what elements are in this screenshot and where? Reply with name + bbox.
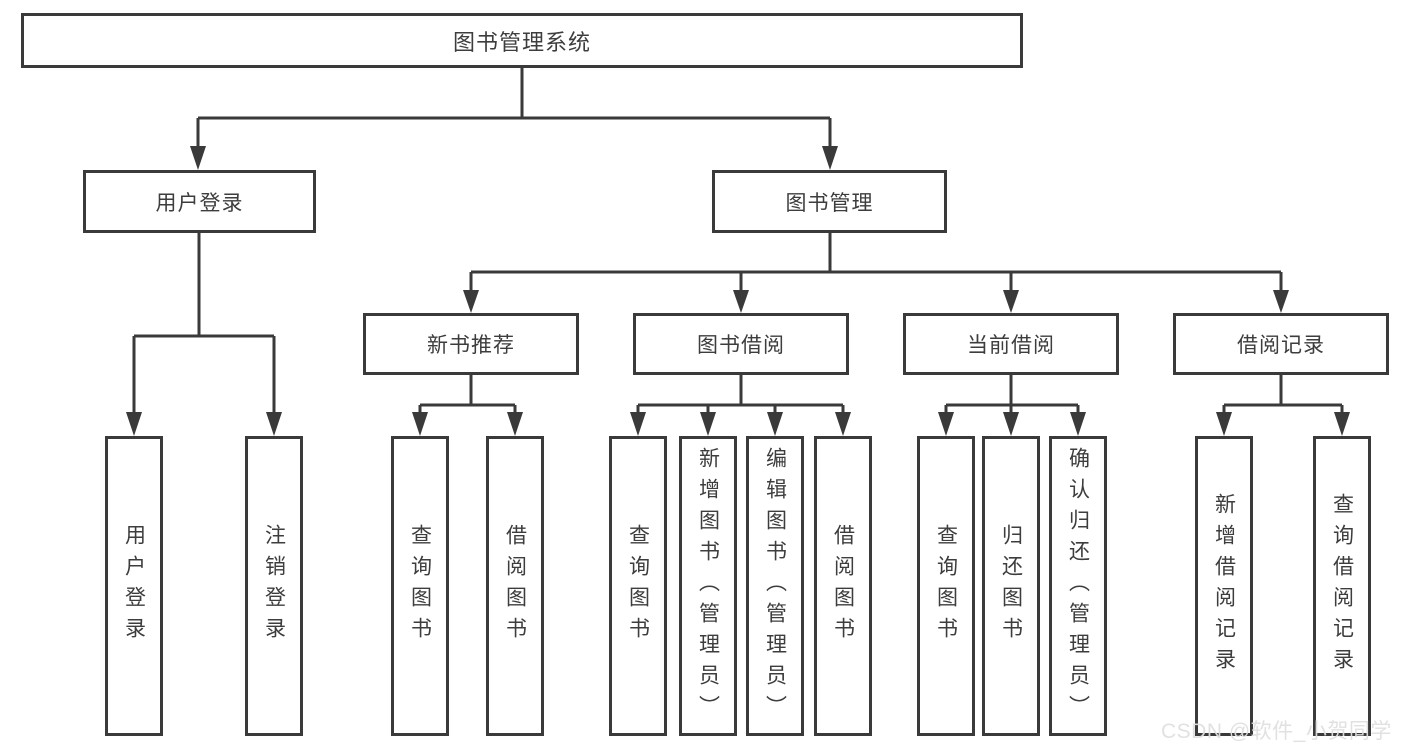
node-borrow-records: 借阅记录	[1173, 313, 1389, 375]
node-leaf-query-books-2: 查询图书	[609, 436, 667, 736]
node-user-login: 用户登录	[83, 170, 316, 233]
node-leaf-borrow-books-1: 借阅图书	[486, 436, 544, 736]
node-leaf-edit-books-admin: 编辑图书（管理员）	[746, 436, 804, 736]
node-leaf-query-borrow-record: 查询借阅记录	[1313, 436, 1371, 736]
arrowheads	[126, 146, 1350, 436]
node-leaf-return-books: 归还图书	[982, 436, 1040, 736]
node-leaf-add-borrow-record: 新增借阅记录	[1195, 436, 1253, 736]
node-leaf-borrow-books-2: 借阅图书	[814, 436, 872, 736]
node-leaf-logout: 注销登录	[245, 436, 303, 736]
node-library-management-system: 图书管理系统	[21, 13, 1023, 68]
node-leaf-confirm-return-admin: 确认归还（管理员）	[1049, 436, 1107, 736]
node-book-borrow: 图书借阅	[633, 313, 849, 375]
node-leaf-add-books-admin: 新增图书（管理员）	[679, 436, 737, 736]
node-leaf-query-books-3: 查询图书	[917, 436, 975, 736]
node-new-book-recommend: 新书推荐	[363, 313, 579, 375]
node-book-management: 图书管理	[712, 170, 947, 233]
node-current-borrow: 当前借阅	[903, 313, 1119, 375]
csdn-watermark: CSDN @软件_小贺同学	[1161, 720, 1392, 743]
node-leaf-user-login: 用户登录	[105, 436, 163, 736]
node-leaf-query-books-1: 查询图书	[391, 436, 449, 736]
